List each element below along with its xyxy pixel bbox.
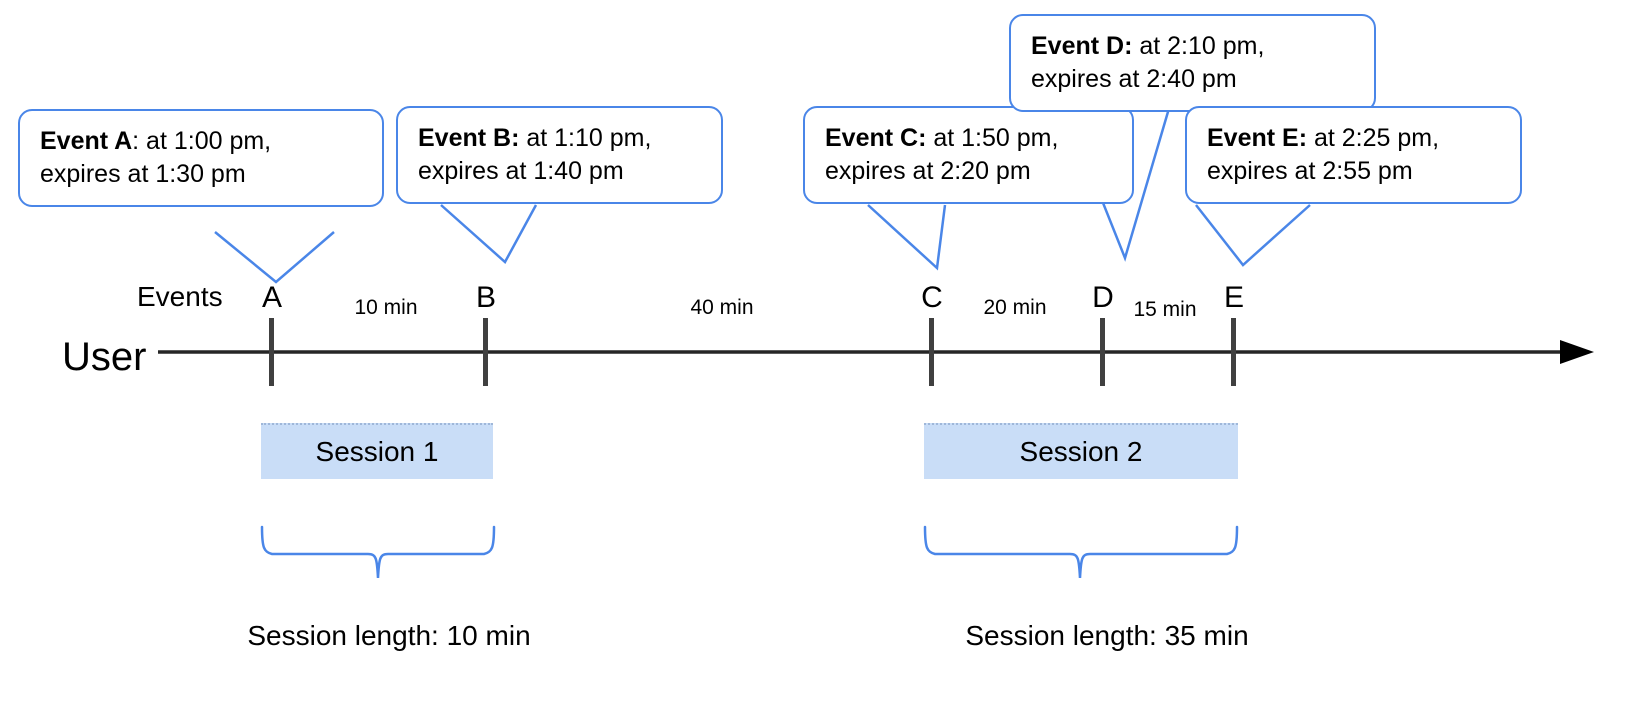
session-bar-2[interactable]: Session 2 (924, 423, 1238, 479)
event-tick-b (483, 318, 488, 386)
callout-time-text: at 2:10 pm, (1132, 32, 1265, 60)
callout-line-1: Event D: at 2:10 pm, (1031, 32, 1264, 60)
callout-time-text: at 2:25 pm, (1307, 124, 1440, 152)
callout-line-1: Event C: at 1:50 pm, (825, 124, 1058, 152)
session-length-caption-2: Session length: 35 min (965, 620, 1249, 651)
callout-event-a[interactable]: Event A: at 1:00 pm, expires at 1:30 pm (18, 109, 384, 207)
callout-line-1: Event E: at 2:25 pm, (1207, 124, 1439, 152)
session-brace-1 (260, 525, 496, 579)
callout-line-2: expires at 2:20 pm (825, 157, 1031, 185)
event-letter-e: E (1223, 281, 1245, 314)
callout-event-d[interactable]: Event D: at 2:10 pm, expires at 2:40 pm (1009, 14, 1376, 112)
interval-label-cd: 20 min (983, 296, 1047, 319)
session-bar-1[interactable]: Session 1 (261, 423, 493, 479)
callout-event-c[interactable]: Event C: at 1:50 pm, expires at 2:20 pm (803, 106, 1134, 204)
session-brace-2 (923, 525, 1239, 579)
events-row-label: Events (137, 281, 223, 312)
callout-event-label: Event C: (825, 124, 927, 152)
callout-pointer-a (214, 231, 335, 284)
callout-time-text: at 1:50 pm, (926, 124, 1059, 152)
event-tick-d (1100, 318, 1105, 386)
event-tick-c (929, 318, 934, 386)
event-tick-a (269, 318, 274, 386)
interval-label-bc: 40 min (690, 296, 754, 319)
callout-line-2: expires at 2:40 pm (1031, 65, 1237, 93)
callout-pointer-e (1195, 204, 1311, 267)
event-letter-d: D (1092, 281, 1114, 314)
interval-label-de: 15 min (1133, 298, 1197, 321)
callout-sep: : (132, 127, 140, 155)
callout-time-text: at 1:10 pm, (519, 124, 652, 152)
callout-event-label: Event D: (1031, 32, 1133, 60)
event-letter-c: C (921, 281, 943, 314)
session-length-caption-1: Session length: 10 min (247, 620, 531, 651)
callout-line-2: expires at 1:30 pm (40, 160, 246, 188)
callout-event-b[interactable]: Event B: at 1:10 pm, expires at 1:40 pm (396, 106, 723, 204)
event-letter-a: A (261, 281, 283, 314)
callout-event-label: Event B: (418, 124, 520, 152)
callout-event-e[interactable]: Event E: at 2:25 pm, expires at 2:55 pm (1185, 106, 1522, 204)
callout-line-1: Event B: at 1:10 pm, (418, 124, 651, 152)
callout-line-2: expires at 1:40 pm (418, 157, 624, 185)
callout-event-label: Event A (40, 127, 133, 155)
interval-label-ab: 10 min (354, 296, 418, 319)
timeline-axis (158, 340, 1594, 364)
callout-pointer-b (440, 204, 538, 264)
callout-event-label: Event E: (1207, 124, 1308, 152)
callout-line-2: expires at 2:55 pm (1207, 157, 1413, 185)
event-letter-b: B (475, 281, 497, 314)
user-row-label: User (62, 335, 147, 379)
callout-pointer-c (867, 204, 947, 271)
callout-line-1: Event A: at 1:00 pm, (40, 127, 271, 155)
callout-time-text: at 1:00 pm, (139, 127, 272, 155)
event-tick-e (1231, 318, 1236, 386)
